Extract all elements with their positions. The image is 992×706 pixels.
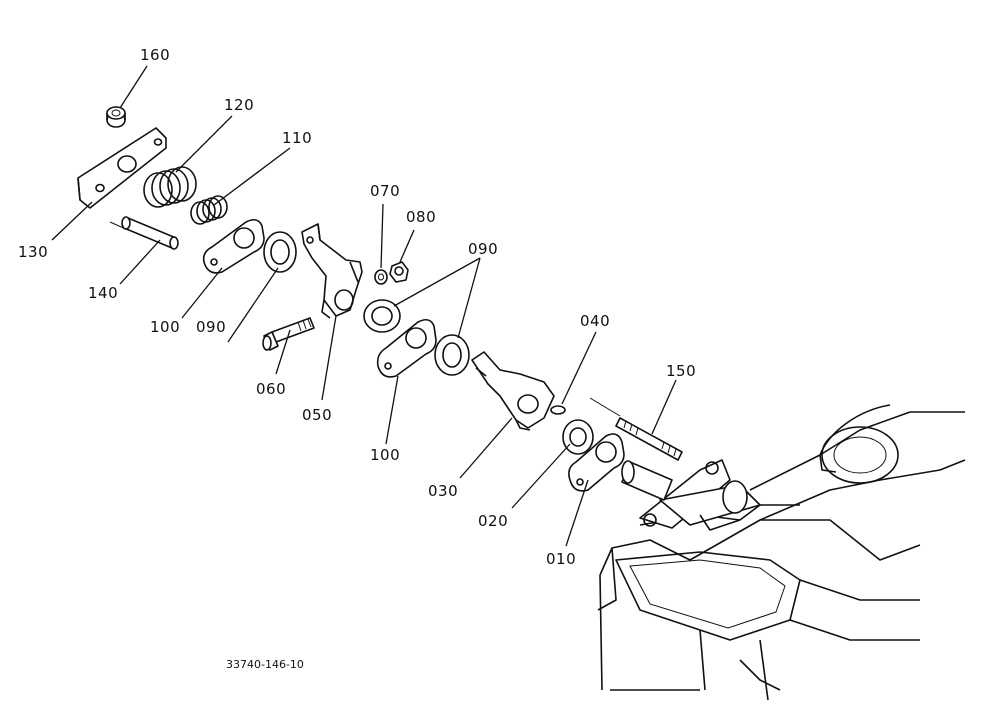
part-090-washer-middle (363, 299, 401, 333)
callout-020: 020 (478, 512, 508, 530)
part-040-key (550, 405, 566, 415)
part-010-plate (568, 433, 625, 492)
shaft-end (621, 460, 673, 501)
callout-090-left: 090 (196, 318, 226, 336)
part-090-washer-upper (263, 231, 297, 273)
callout-030: 030 (428, 482, 458, 500)
callout-130: 130 (18, 243, 48, 261)
callout-010: 010 (546, 550, 576, 568)
callout-140: 140 (88, 284, 118, 302)
callout-080: 080 (406, 208, 436, 226)
part-090-washer-lower (434, 334, 470, 376)
part-030-arm (471, 351, 555, 431)
part-120-large-spring (143, 166, 197, 208)
part-100-plate-middle (376, 318, 437, 378)
callout-100-left: 100 (150, 318, 180, 336)
callout-150: 150 (666, 362, 696, 380)
leader-lines (51, 65, 677, 547)
part-050-lever (301, 223, 363, 319)
callout-070: 070 (370, 182, 400, 200)
callout-labels: 160 120 110 130 140 070 080 090 090 100 … (18, 46, 696, 568)
part-100-plate-upper (202, 218, 265, 274)
part-060-bolt (262, 317, 315, 351)
part-130-bracket-plate (77, 127, 167, 209)
callout-120: 120 (224, 96, 254, 114)
callout-060: 060 (256, 380, 286, 398)
callout-110: 110 (282, 129, 312, 147)
pump-housing (597, 504, 921, 701)
callout-040: 040 (580, 312, 610, 330)
part-070-lock-washer (374, 269, 388, 285)
callout-090-top: 090 (468, 240, 498, 258)
shaft-housing (639, 404, 966, 531)
part-150-stud (615, 417, 683, 461)
part-140-pin (121, 216, 179, 250)
figure-code: 33740-146-10 (226, 658, 304, 671)
callout-050: 050 (302, 406, 332, 424)
part-160-nut (106, 106, 126, 128)
part-080-nut (389, 261, 409, 283)
part-020-washer (562, 419, 594, 455)
callout-100-middle: 100 (370, 446, 400, 464)
callout-160: 160 (140, 46, 170, 64)
part-110-small-spring (190, 195, 228, 225)
